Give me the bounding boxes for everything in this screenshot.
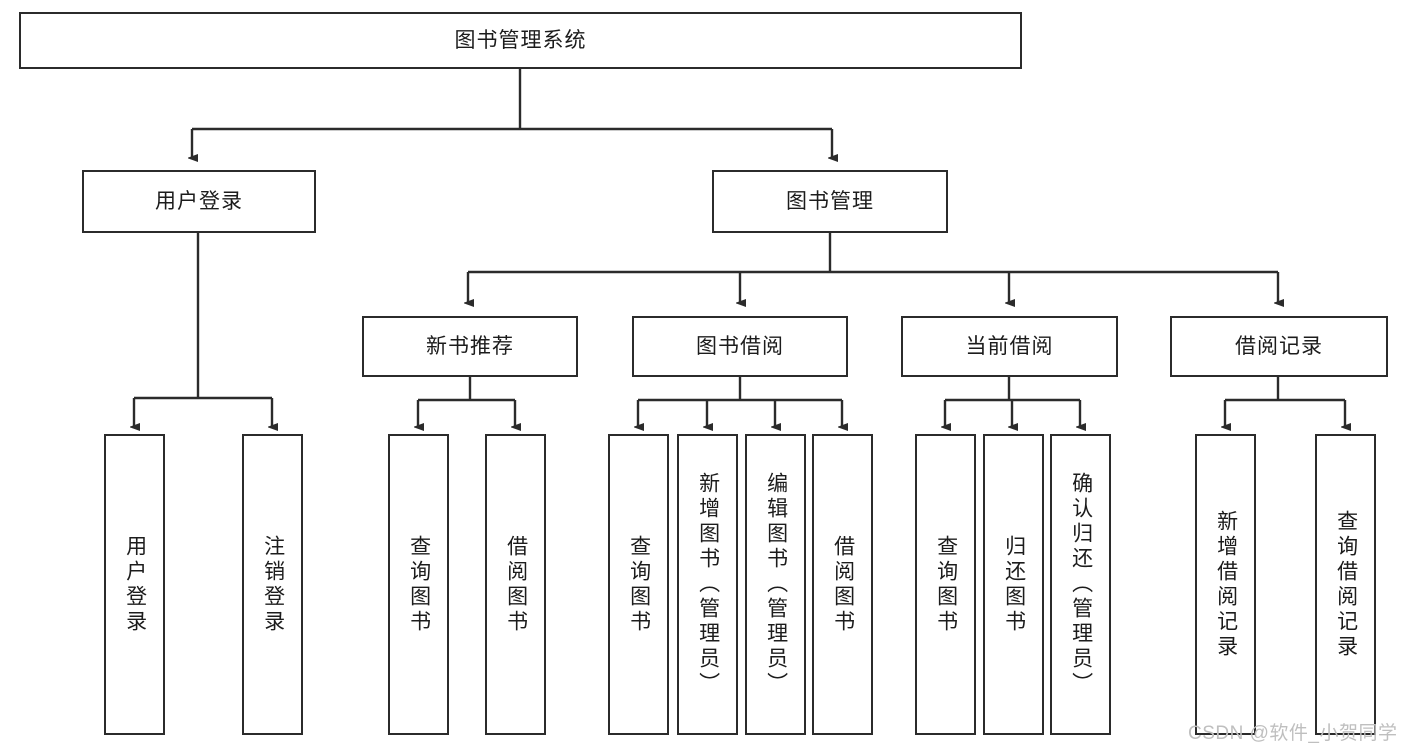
- node-label: 查询借阅记录: [1334, 509, 1358, 660]
- leaf-borrow-edit-book[interactable]: 编辑图书（管理员）: [745, 434, 806, 735]
- node-label: 查询图书: [627, 534, 651, 635]
- leaf-current-query-book[interactable]: 查询图书: [915, 434, 976, 735]
- node-label: 新增借阅记录: [1214, 509, 1238, 660]
- leaf-user-login-signout[interactable]: 注销登录: [242, 434, 303, 735]
- leaf-borrow-query-book[interactable]: 查询图书: [608, 434, 669, 735]
- node-label: 借阅记录: [1235, 334, 1323, 358]
- node-new-book-recommend[interactable]: 新书推荐: [362, 316, 578, 377]
- node-current-borrow[interactable]: 当前借阅: [901, 316, 1118, 377]
- node-book-management[interactable]: 图书管理: [712, 170, 948, 233]
- node-label: 归还图书: [1002, 534, 1026, 635]
- node-user-login[interactable]: 用户登录: [82, 170, 316, 233]
- node-label: 注销登录: [261, 534, 285, 635]
- node-label: 查询图书: [934, 534, 958, 635]
- leaf-recommend-query-book[interactable]: 查询图书: [388, 434, 449, 735]
- leaf-record-query-record[interactable]: 查询借阅记录: [1315, 434, 1376, 735]
- node-book-borrow[interactable]: 图书借阅: [632, 316, 848, 377]
- node-label: 用户登录: [123, 534, 147, 635]
- node-label: 确认归还（管理员）: [1069, 472, 1093, 697]
- leaf-borrow-add-book[interactable]: 新增图书（管理员）: [677, 434, 738, 735]
- node-label: 当前借阅: [965, 334, 1054, 358]
- node-label: 图书管理系统: [454, 28, 587, 52]
- node-label: 编辑图书（管理员）: [764, 472, 788, 697]
- watermark: CSDN @软件_小贺同学: [1188, 723, 1398, 744]
- node-label: 借阅图书: [504, 534, 528, 635]
- leaf-borrow-borrow-book[interactable]: 借阅图书: [812, 434, 873, 735]
- node-label: 查询图书: [407, 534, 431, 635]
- node-label: 借阅图书: [831, 534, 855, 635]
- node-label: 用户登录: [155, 189, 243, 213]
- leaf-current-return-book[interactable]: 归还图书: [983, 434, 1044, 735]
- node-label: 新增图书（管理员）: [696, 472, 720, 697]
- node-label: 图书管理: [786, 189, 874, 213]
- leaf-record-add-record[interactable]: 新增借阅记录: [1195, 434, 1256, 735]
- leaf-recommend-borrow-book[interactable]: 借阅图书: [485, 434, 546, 735]
- node-label: 图书借阅: [696, 334, 784, 358]
- node-label: 新书推荐: [426, 334, 514, 358]
- leaf-user-login-signin[interactable]: 用户登录: [104, 434, 165, 735]
- node-borrow-record[interactable]: 借阅记录: [1170, 316, 1388, 377]
- node-root-system[interactable]: 图书管理系统: [19, 12, 1022, 69]
- leaf-current-confirm-return[interactable]: 确认归还（管理员）: [1050, 434, 1111, 735]
